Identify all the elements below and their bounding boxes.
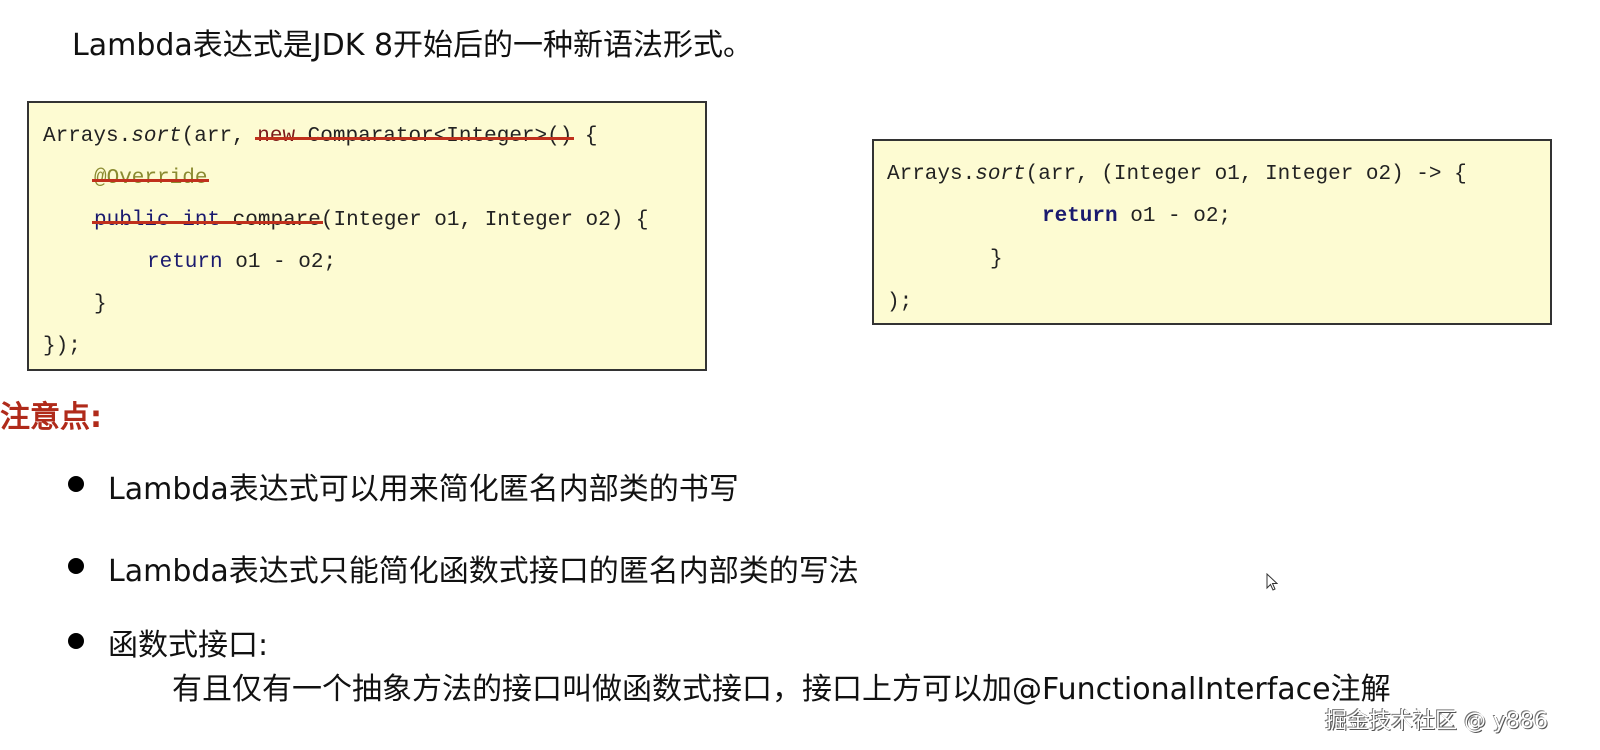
code-line: Arrays.sort(arr, new Comparator<Integer>… [43,125,598,149]
bullet-subtext: 有且仅有一个抽象方法的接口叫做函数式接口，接口上方可以加@FunctionalI… [172,672,1391,707]
watermark: 掘金技术社区 @ y886 [1325,709,1548,734]
code-line: ); [887,291,913,314]
code-text: Arrays. [43,125,132,148]
bullet-dot-icon [68,476,84,492]
slide-title: Lambda表达式是JDK 8开始后的一种新语法形式。 [72,28,754,63]
code-line: return o1 - o2; [147,251,336,275]
bullet-item: 函数式接口: [108,628,269,663]
code-keyword-struck: new [257,125,296,148]
bullet-item: Lambda表达式可以用来简化匿名内部类的书写 [108,472,739,507]
code-annotation-struck: @Override [94,167,208,190]
code-line: @Override [94,167,207,191]
code-text: (arr, (Integer o1, Integer o2) -> { [1025,163,1467,186]
code-keyword-struck: int [182,209,221,232]
code-keyword-struck: public [94,209,170,232]
code-line: Arrays.sort(arr, (Integer o1, Integer o2… [887,163,1467,187]
code-keyword: return [1042,205,1118,228]
code-line: return o1 - o2; [1042,205,1231,229]
code-struck: compare [232,209,321,232]
code-text: o1 - o2; [222,251,337,274]
code-text: (Integer o1, Integer o2) { [320,209,649,232]
code-keyword: return [147,251,223,274]
code-text: o1 - o2; [1117,205,1232,228]
code-text: Arrays. [887,163,976,186]
code-block-lambda: Arrays.sort(arr, (Integer o1, Integer o2… [872,139,1552,325]
code-text: { [572,125,598,148]
code-method: sort [975,163,1026,186]
code-method: sort [131,125,182,148]
code-line: } [990,248,1003,271]
code-line: public int compare(Integer o1, Integer o… [94,209,649,233]
code-block-anonymous-class: Arrays.sort(arr, new Comparator<Integer>… [27,101,707,371]
bullet-dot-icon [68,558,84,574]
notes-heading: 注意点: [0,400,102,435]
code-text: (arr, [181,125,258,148]
bullet-item: Lambda表达式只能简化函数式接口的匿名内部类的写法 [108,554,859,589]
code-struck: Comparator<Integer>() [295,125,573,148]
code-line: }); [43,335,81,358]
bullet-dot-icon [68,633,84,649]
mouse-cursor-icon [1266,573,1278,591]
code-line: } [94,293,107,316]
